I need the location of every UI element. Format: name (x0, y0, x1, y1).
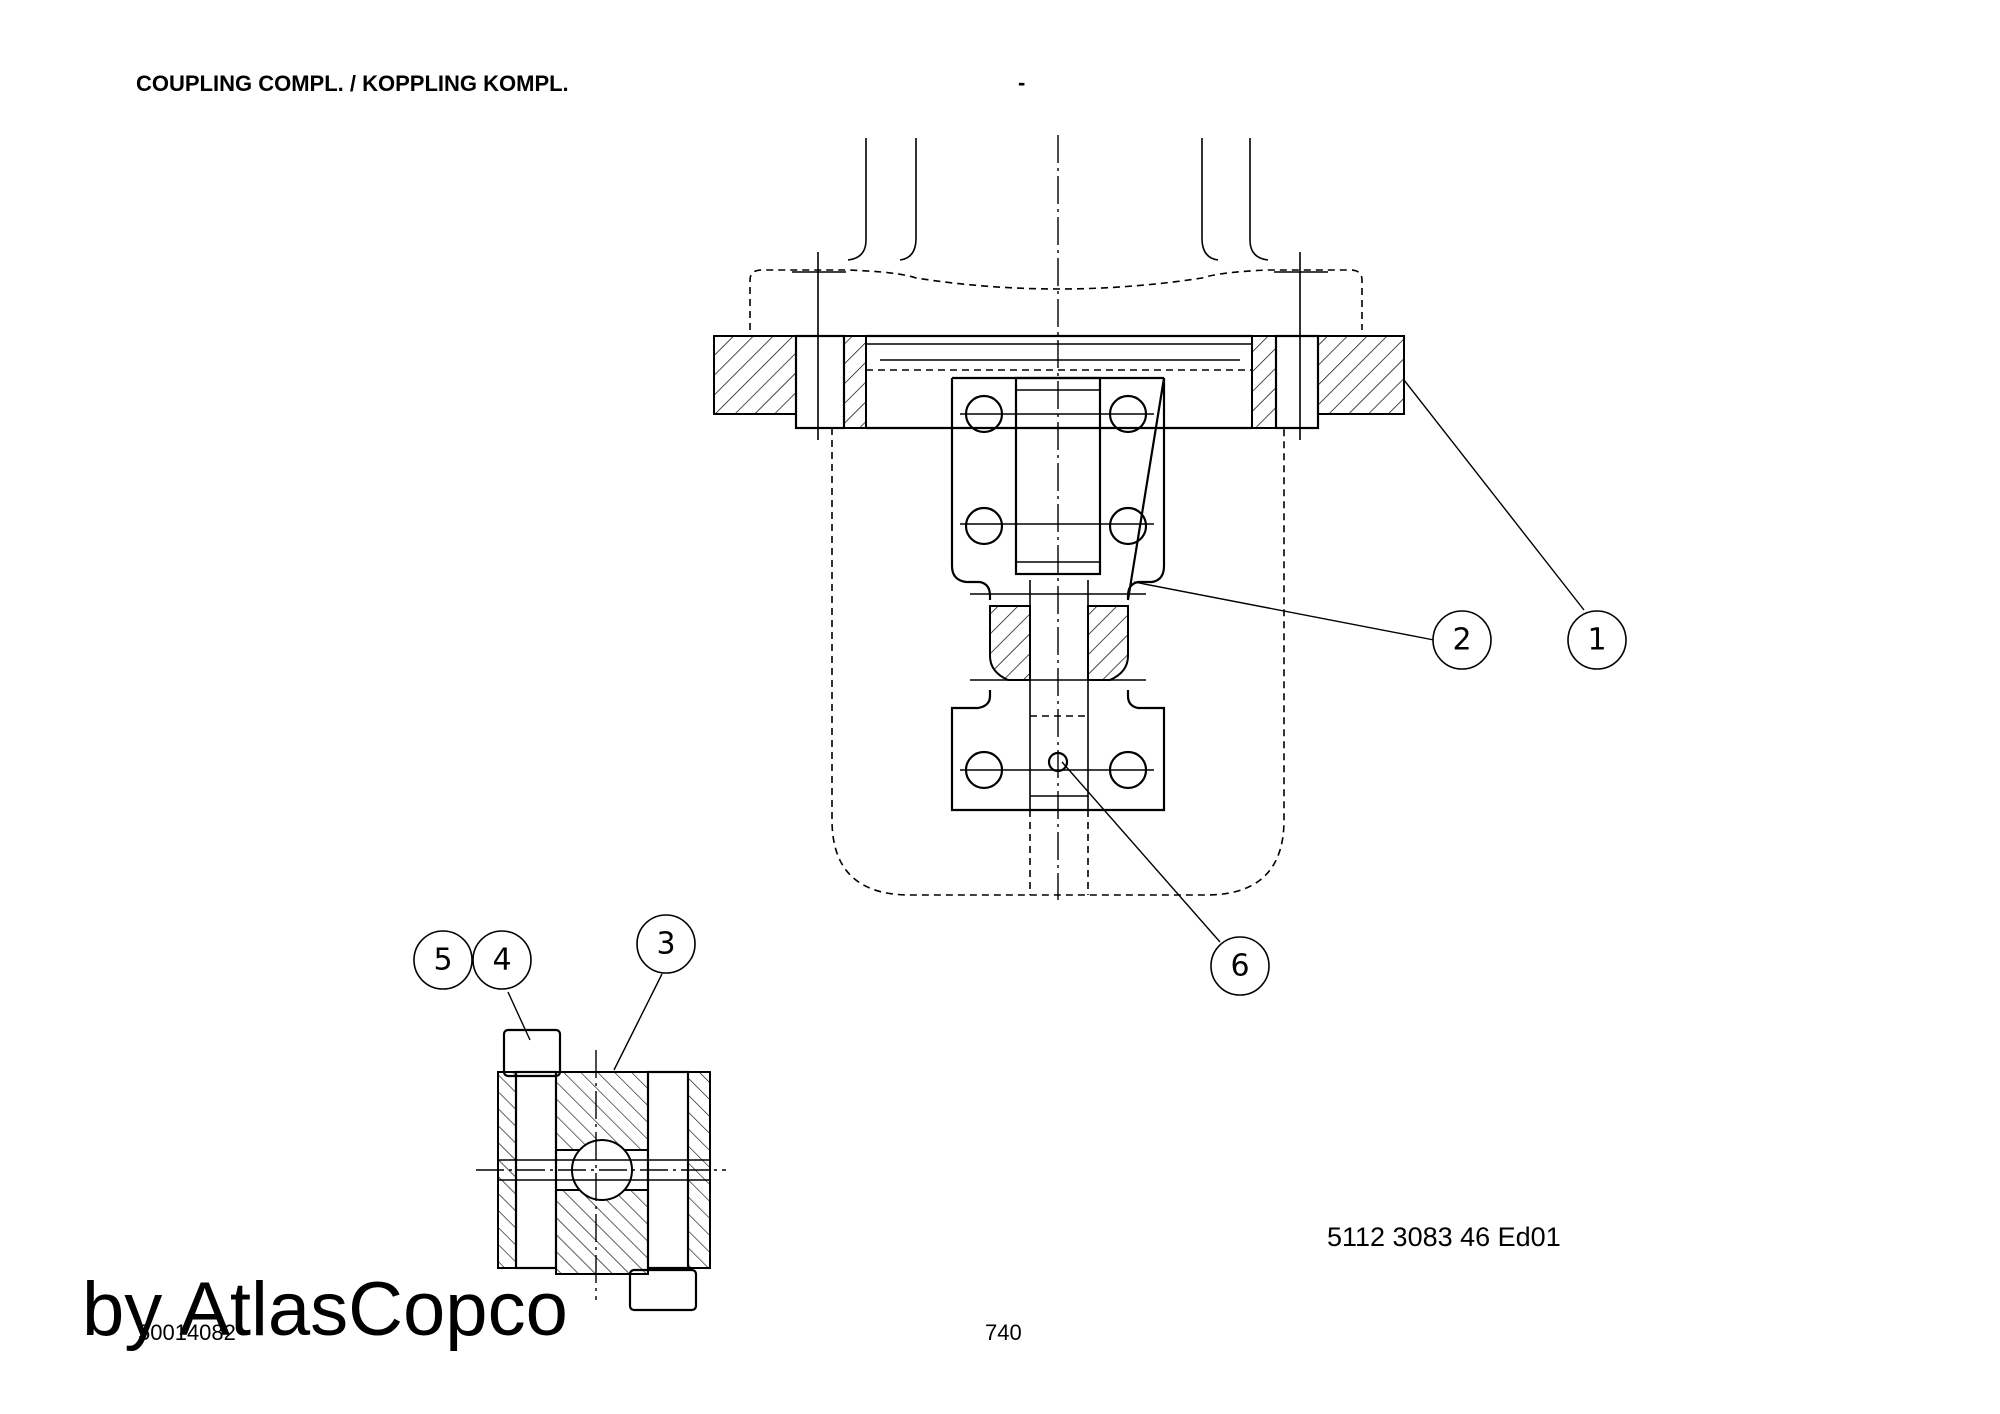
svg-text:1: 1 (1587, 623, 1606, 658)
callout-5: 5 (413, 930, 473, 990)
callout-6: 6 (1210, 936, 1270, 996)
spider-element (970, 580, 1146, 714)
coupling-hub-upper (950, 376, 1166, 601)
page-title: COUPLING COMPL. / KOPPLING KOMPL. (136, 71, 569, 96)
motor-outline-top (749, 138, 1363, 330)
svg-text:2: 2 (1452, 623, 1471, 658)
document-number: 50014082 (138, 1320, 236, 1345)
callout-3: 3 (636, 914, 696, 974)
svg-text:4: 4 (492, 943, 511, 978)
watermark: by AtlasCopco (82, 1267, 568, 1352)
callout-1: 1 (1567, 610, 1627, 670)
flange (713, 252, 1405, 440)
detail-section-view (476, 1028, 726, 1312)
leader-lines (507, 379, 1585, 1071)
svg-text:6: 6 (1230, 949, 1249, 984)
header-dash: - (1018, 70, 1026, 95)
callout-4: 4 (472, 930, 532, 990)
flange-hatch-left (713, 335, 797, 415)
housing-outline-dashed (831, 428, 1285, 896)
callout-2: 2 (1432, 610, 1492, 670)
page-number: 740 (985, 1320, 1022, 1345)
part-number: 5112 3083 46 Ed01 (1327, 1222, 1561, 1252)
coupling-hub-lower (950, 690, 1166, 895)
svg-text:5: 5 (433, 943, 452, 978)
main-view (713, 135, 1405, 900)
svg-text:3: 3 (656, 927, 675, 962)
flange-hatch-right (1317, 335, 1405, 415)
